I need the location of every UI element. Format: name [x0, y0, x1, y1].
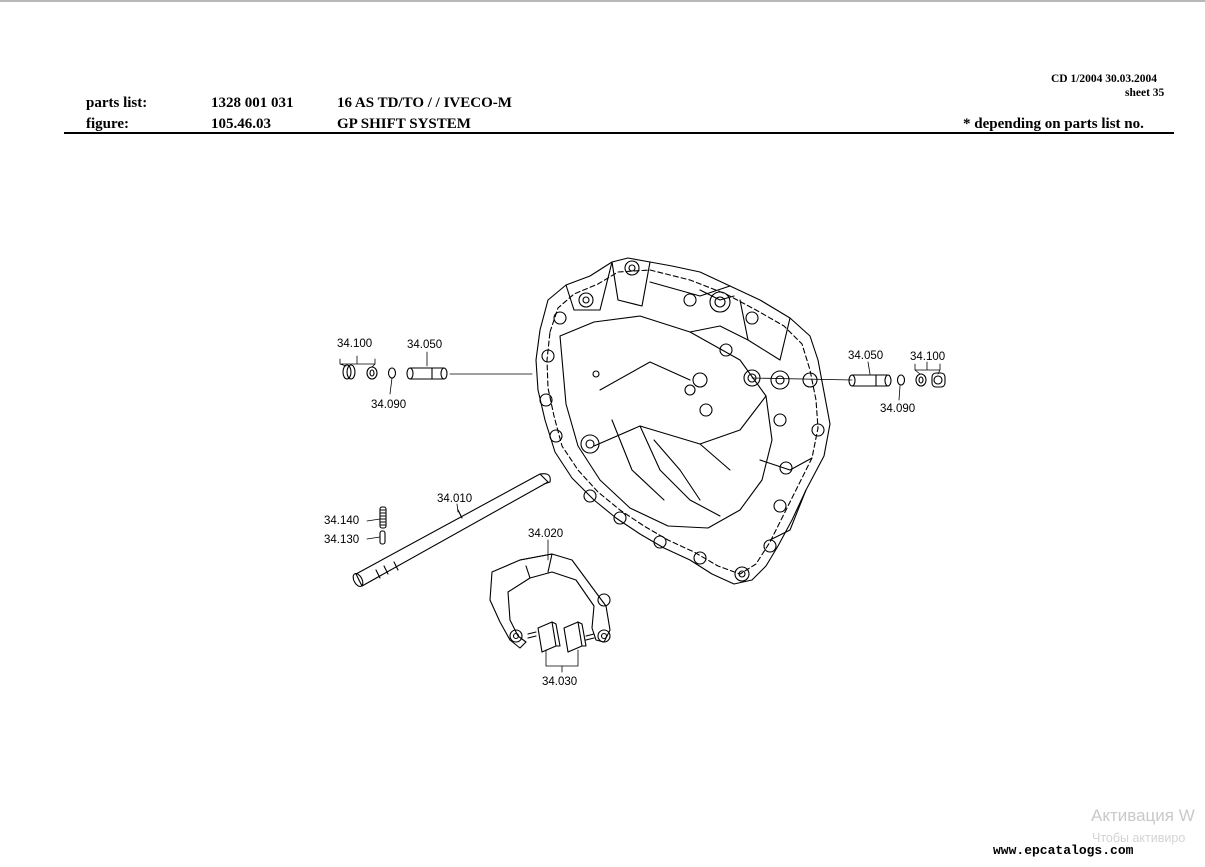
- housing-bosses: [539, 260, 825, 582]
- right-shaft-assembly: [848, 372, 946, 388]
- website-watermark: www.epcatalogs.com: [993, 843, 1134, 858]
- rod-pins: [379, 506, 387, 545]
- sheet-number: sheet 35: [1125, 87, 1165, 99]
- callout-34-010: 34.010: [437, 493, 472, 505]
- figure-title: GP SHIFT SYSTEM: [337, 116, 471, 132]
- parts-list-note: * depending on parts list no.: [963, 116, 1144, 132]
- windows-activation-watermark: Активация W: [1091, 806, 1195, 825]
- cd-date: CD 1/2004 30.03.2004: [1051, 73, 1158, 85]
- shift-rod: [352, 473, 551, 588]
- figure-number: 105.46.03: [211, 116, 271, 132]
- callout-right-34-090: 34.090: [880, 403, 915, 415]
- gearbox-housing: [535, 257, 831, 585]
- right-shaft-leader: [751, 377, 853, 381]
- shift-fork: [489, 553, 611, 649]
- callout-34-130: 34.130: [324, 534, 359, 546]
- windows-activation-subtext: Чтобы активиро: [1092, 831, 1186, 845]
- callout-left-34-100: 34.100: [337, 338, 372, 350]
- top-border: [0, 0, 1205, 2]
- header-rule: [64, 132, 1174, 134]
- callout-leaders: [339, 351, 941, 673]
- callout-34-140: 34.140: [324, 515, 359, 527]
- callout-left-34-090: 34.090: [371, 399, 406, 411]
- left-shaft-assembly: [342, 364, 448, 380]
- callout-right-34-050: 34.050: [848, 350, 883, 362]
- parts-list-description: 16 AS TD/TO / / IVECO-M: [337, 95, 512, 111]
- parts-list-label: parts list:: [86, 95, 148, 111]
- callout-left-34-050: 34.050: [407, 339, 442, 351]
- parts-list-number: 1328 001 031: [211, 95, 294, 111]
- callout-right-34-100: 34.100: [910, 351, 945, 363]
- fork-pads: [527, 621, 595, 653]
- callout-34-020: 34.020: [528, 528, 563, 540]
- figure-label: figure:: [86, 116, 130, 132]
- callout-34-030: 34.030: [542, 676, 577, 688]
